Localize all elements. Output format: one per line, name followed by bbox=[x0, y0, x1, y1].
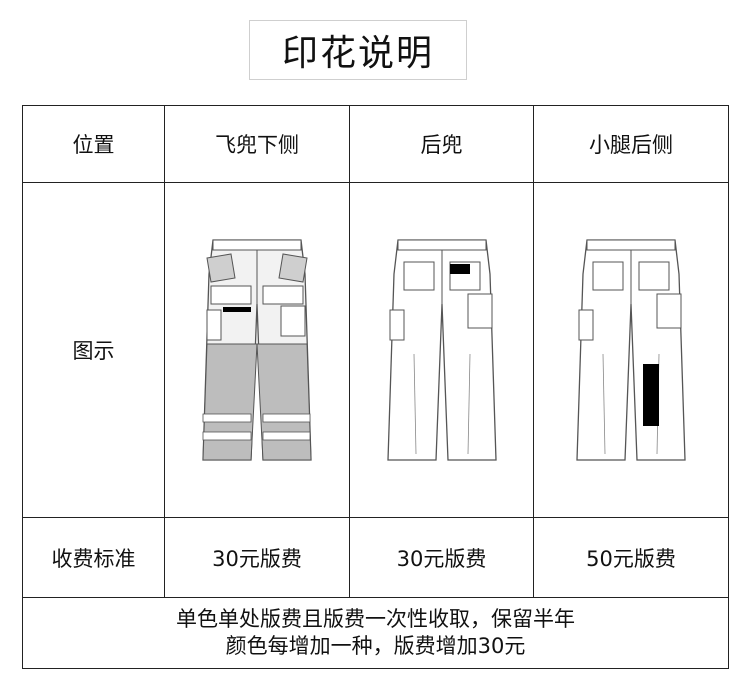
fee-fly-pocket: 30元版费 bbox=[164, 517, 350, 598]
print-spec-table: 位置 飞兜下侧 后兜 小腿后侧 图示 bbox=[22, 105, 729, 669]
notes-cell: 单色单处版费且版费一次性收取，保留半年 颜色每增加一种，版费增加30元 bbox=[22, 597, 729, 669]
note-row: 单色单处版费且版费一次性收取，保留半年 颜色每增加一种，版费增加30元 bbox=[22, 597, 729, 669]
front-pants-cell bbox=[164, 182, 350, 518]
position-label: 位置 bbox=[22, 105, 165, 183]
illustration-row: 图示 bbox=[22, 182, 729, 518]
position-calf-back: 小腿后侧 bbox=[533, 105, 729, 183]
illustration-label: 图示 bbox=[22, 182, 165, 518]
print-mark-back-pocket bbox=[449, 264, 470, 274]
back-pants-illustration-calf bbox=[576, 239, 686, 461]
position-back-pocket: 后兜 bbox=[349, 105, 534, 183]
back-pants-cell-1 bbox=[349, 182, 534, 518]
print-mark-calf-back bbox=[643, 364, 659, 426]
fee-label: 收费标准 bbox=[22, 517, 165, 598]
header-row: 位置 飞兜下侧 后兜 小腿后侧 bbox=[22, 105, 729, 183]
fee-row: 收费标准 30元版费 30元版费 50元版费 bbox=[22, 517, 729, 598]
fee-calf-back: 50元版费 bbox=[533, 517, 729, 598]
back-pants-cell-2 bbox=[533, 182, 729, 518]
note-line-1: 单色单处版费且版费一次性收取，保留半年 bbox=[176, 607, 575, 631]
print-mark-fly-pocket bbox=[223, 307, 251, 312]
page-title: 印花说明 bbox=[249, 20, 467, 80]
front-pants-illustration bbox=[202, 239, 312, 461]
back-pants-illustration-pocket bbox=[386, 239, 497, 461]
position-fly-pocket: 飞兜下侧 bbox=[164, 105, 350, 183]
fee-back-pocket: 30元版费 bbox=[349, 517, 534, 598]
note-line-2: 颜色每增加一种，版费增加30元 bbox=[225, 634, 526, 658]
